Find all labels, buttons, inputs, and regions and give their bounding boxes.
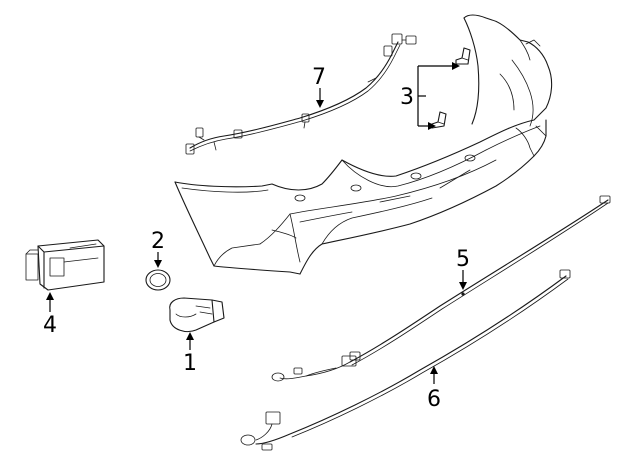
wire-harness-upper: [271, 195, 611, 382]
rear-bumper-cover: [174, 14, 553, 275]
wire-harness-lower: [240, 269, 571, 451]
callout-6: 6: [427, 387, 441, 412]
callout-3: 3: [400, 85, 414, 110]
sensor-ring: [145, 269, 171, 291]
parking-sensor: [169, 297, 225, 333]
callout-7: 7: [312, 65, 326, 90]
sensor-brackets: [431, 47, 471, 129]
callout-1: 1: [183, 351, 197, 376]
callout-5: 5: [456, 247, 470, 272]
control-module: [25, 239, 105, 291]
callout-leaders: [46, 62, 467, 384]
bumper-wiring-harness: [185, 33, 417, 155]
callout-4: 4: [43, 313, 57, 338]
callout-2: 2: [151, 229, 165, 254]
